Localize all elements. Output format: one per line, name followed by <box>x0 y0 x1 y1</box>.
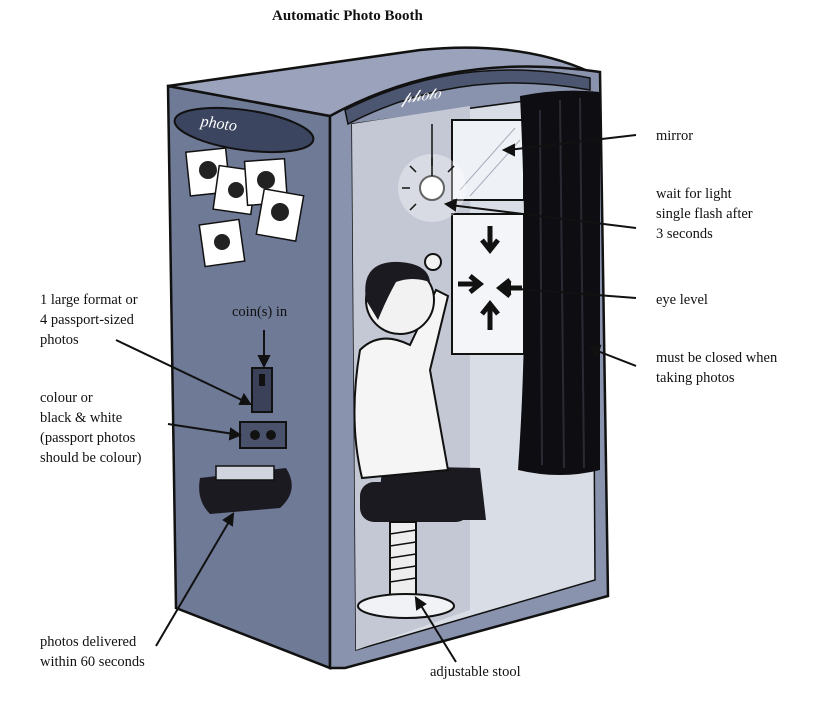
label-coins: coin(s) in <box>232 304 288 320</box>
person-legs <box>378 466 486 520</box>
label-mirror: mirror <box>656 128 694 144</box>
side-sign-script: photo <box>199 113 238 135</box>
stool-base <box>357 593 455 619</box>
person-hair <box>365 261 430 320</box>
label-stool: adjustable stool <box>430 664 521 680</box>
diagram-title: Automatic Photo Booth <box>272 8 423 24</box>
person-torso <box>353 288 450 480</box>
stool-spring <box>389 521 417 597</box>
label-eye-level: eye level <box>656 292 708 308</box>
mirror <box>451 119 525 201</box>
curtain <box>518 90 600 476</box>
leader-lines <box>115 134 637 663</box>
top-sign <box>344 69 591 126</box>
coin-slot <box>251 367 273 413</box>
colour-buttons <box>239 421 287 449</box>
side-sign <box>173 106 315 154</box>
top-sign-script: 𝓅𝒽𝑜𝓉𝑜 <box>398 85 443 108</box>
